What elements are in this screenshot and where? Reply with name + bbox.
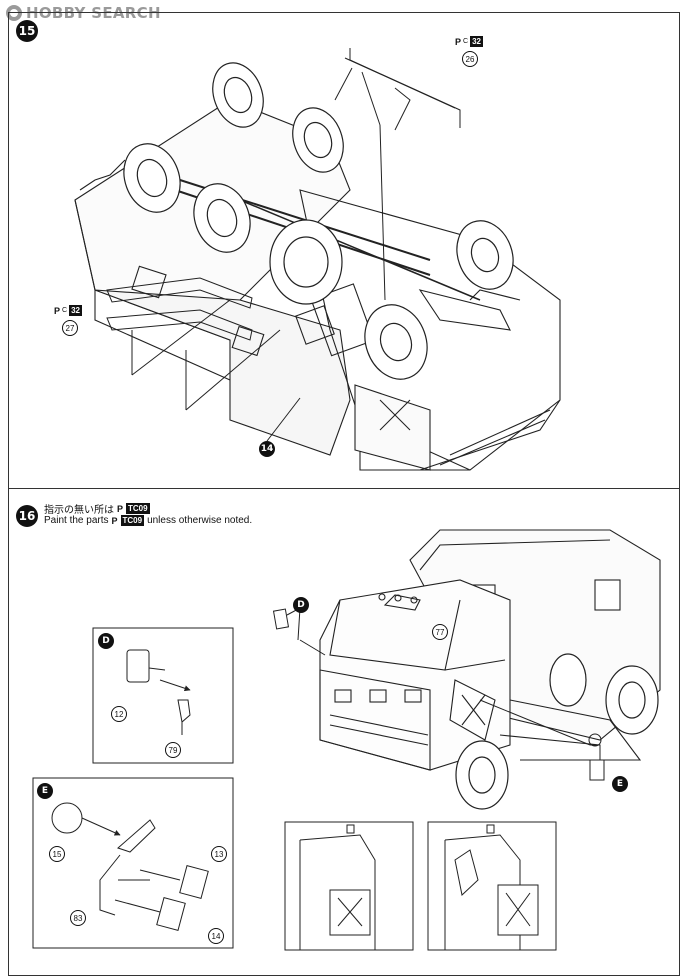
paint-code: TC09 <box>126 503 150 514</box>
paint-sub: C <box>463 38 469 45</box>
note-en-suffix: unless otherwise noted. <box>147 515 253 526</box>
step-16-note-en: Paint the parts P TC09 unless otherwise … <box>44 515 252 526</box>
step-15-number: 15 <box>16 20 38 42</box>
paint-prefix: P <box>455 36 462 47</box>
paint-code: 32 <box>470 36 483 47</box>
part-77-number: 77 <box>432 624 448 640</box>
note-jp-text: 指示の無い所は <box>44 505 114 516</box>
hobbysearch-logo-icon <box>6 5 22 21</box>
paint-code: 32 <box>69 305 82 316</box>
part-14-number: 14 <box>259 441 275 457</box>
page-frame <box>8 12 680 976</box>
callout-d-inset: D <box>98 633 114 649</box>
part-12-number: 12 <box>111 706 127 722</box>
paint-sub: C <box>62 307 68 314</box>
note-en-prefix: Paint the parts <box>44 515 109 526</box>
paint-prefix: P <box>117 503 124 514</box>
watermark: HOBBY SEARCH <box>6 4 161 22</box>
part-83-number: 83 <box>70 910 86 926</box>
step-16-note-jp: 指示の無い所は P TC09 <box>44 501 150 516</box>
step-16-number: 16 <box>16 505 38 527</box>
paint-code: TC09 <box>120 515 145 526</box>
part-79-number: 79 <box>165 742 181 758</box>
callout-d-main: D <box>293 597 309 613</box>
step-divider <box>8 488 680 489</box>
part-27-number: 27 <box>62 320 78 336</box>
paint-prefix: P <box>111 515 118 526</box>
callout-e-main: E <box>612 776 628 792</box>
part-26-number: 26 <box>462 51 478 67</box>
watermark-text: HOBBY SEARCH <box>26 4 161 22</box>
part-15-number: 15 <box>49 846 65 862</box>
paint-prefix: P <box>54 305 61 316</box>
part-14-inset-number: 14 <box>208 928 224 944</box>
part-13-number: 13 <box>211 846 227 862</box>
callout-e-inset: E <box>37 783 53 799</box>
